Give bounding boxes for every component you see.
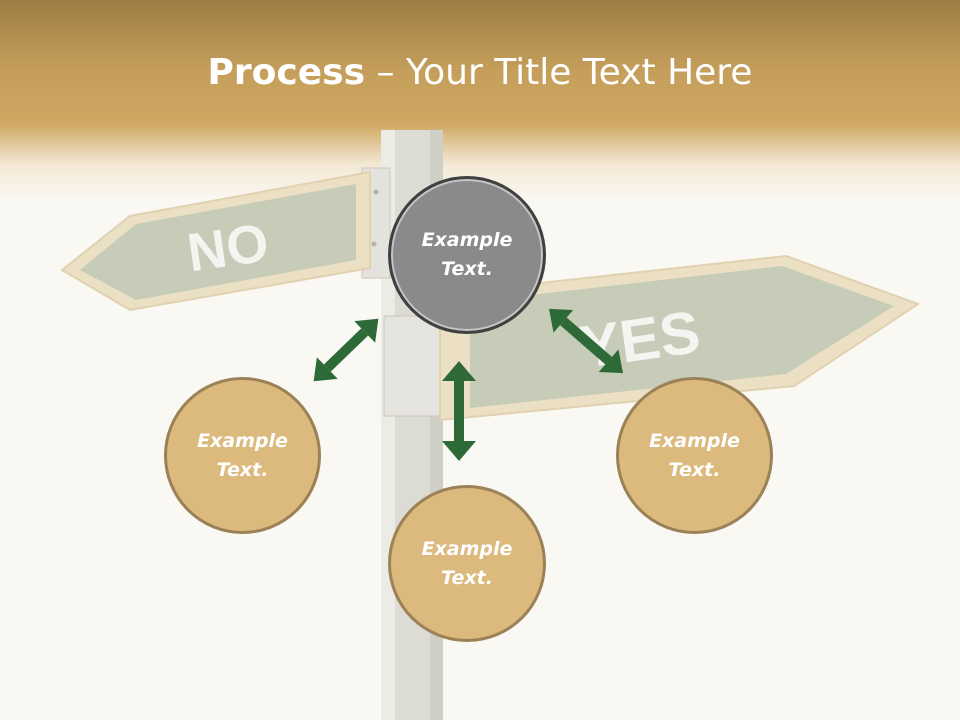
right-node-line2: Text. [668,458,721,481]
no-sign-label: NO [184,213,273,284]
bottom-node-line1: Example [421,537,513,560]
center-node-line1: Example [421,229,513,251]
right-node-line1: Example [649,429,740,452]
title-bold: Process [207,52,366,93]
arrow-center-to-left [313,318,379,382]
left-node-line1: Example [197,429,288,452]
page-title: Process – Your Title Text Here [0,52,960,93]
title-banner [0,0,960,200]
left-node-line2: Text. [216,458,269,481]
title-rest: Your Title Text Here [405,52,753,93]
bottom-node-line2: Text. [441,566,493,589]
yes-sign-label: YES [576,298,704,381]
arrow-center-to-bottom [442,361,476,461]
arrow-center-to-right [549,308,623,374]
sign-bracket-bottom [383,315,441,417]
title-dash: – [365,52,406,93]
center-node-line2: Text. [441,258,493,280]
